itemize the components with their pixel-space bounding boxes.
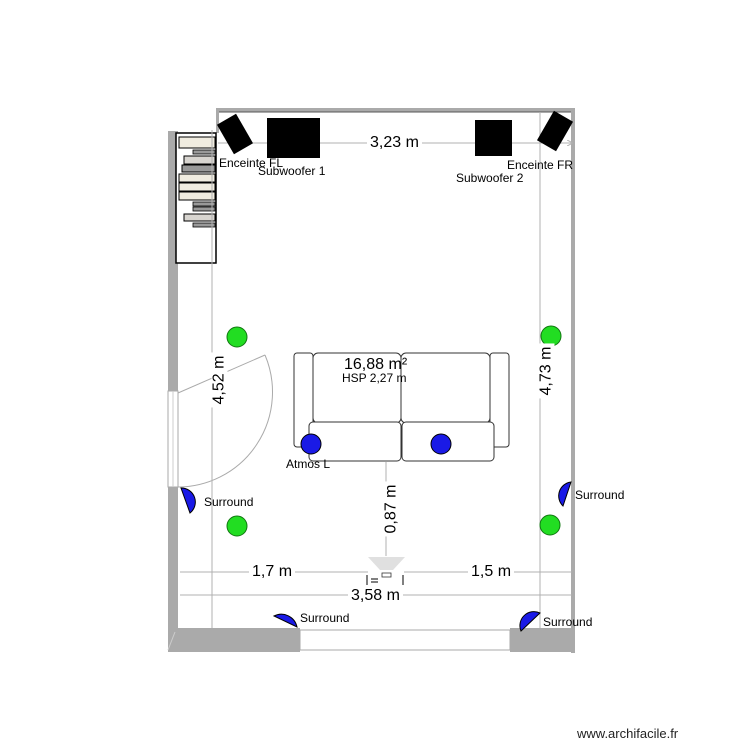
blue-speakers: [180, 433, 572, 632]
label-surround-left: Surround: [204, 495, 254, 509]
label-surround-right: Surround: [575, 488, 625, 502]
dimension-left-height: 4,52 m: [210, 352, 228, 408]
dimension-bottom-width: 3,58 m: [348, 588, 403, 604]
dimension-sofa-to-screen: 0,87 m: [382, 481, 400, 537]
label-front-right: Enceinte FR: [507, 158, 574, 172]
door[interactable]: [167, 354, 273, 488]
room-ceiling-height: HSP 2,27 m: [342, 371, 407, 385]
dimension-right-height: 4,73 m: [537, 343, 555, 399]
dimension-screen-to-right: 1,5 m: [468, 564, 515, 580]
room-area: 16,88 m²: [344, 356, 408, 373]
front-speakers: [216, 110, 574, 158]
walls: [167, 108, 575, 653]
watermark[interactable]: www.archifacile.fr: [577, 726, 679, 741]
dimension-left-to-screen: 1,7 m: [249, 564, 296, 580]
ceiling-lights: [226, 325, 562, 537]
label-surround-back-left: Surround: [300, 611, 350, 625]
bookshelf: [175, 132, 217, 264]
label-surround-back-right: Surround: [543, 615, 593, 629]
label-subwoofer-2: Subwoofer 2: [456, 171, 524, 185]
dimension-top-width: 3,23 m: [367, 135, 422, 151]
label-front-left: Enceinte FL: [219, 156, 284, 170]
label-atmos-left: Atmos L: [286, 457, 331, 471]
projector: [366, 557, 405, 585]
label-subwoofer-1: Subwoofer 1: [258, 164, 326, 178]
